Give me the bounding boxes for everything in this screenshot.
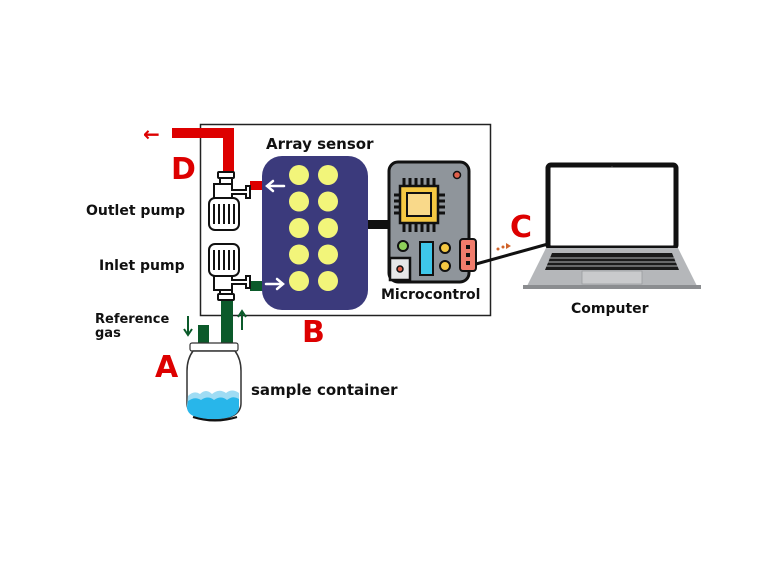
outlet-pump-icon [208,171,251,231]
marker-b: B [302,315,325,350]
sensor-element [318,218,338,238]
inlet-pump-label: Inlet pump [99,258,185,274]
sensor-element [318,191,338,212]
marker-d: D [171,152,196,187]
outlet-pipe [172,128,264,190]
sensor-array-board [262,156,368,310]
sensor-element [289,244,309,265]
sensor-outflow-arrow-icon [265,179,286,193]
reference-gas-label-line1: Reference [95,312,170,327]
sensor-element [289,271,309,291]
inlet-pump-icon [208,243,251,301]
sensor-element [289,218,309,238]
outlet-flow-arrow-icon: ← [143,122,160,146]
sensor-microcontroller-link [368,220,390,229]
sample-outflow-arrow-icon [237,309,247,330]
sensor-inflow-arrow-icon [264,277,285,291]
device-enclosure [199,123,492,317]
inlet-pipe [198,281,264,346]
reference-gas-arrow-icon [183,316,193,337]
sensor-element [318,271,338,291]
sensor-element [318,165,338,185]
data-transfer-arrow-icon [496,243,511,251]
microcontroller-icon [387,160,477,284]
microcontroller-label: Microcontrol [381,287,481,303]
sample-container-label: sample container [251,381,398,399]
computer-label: Computer [571,301,649,317]
sensor-element [289,191,309,212]
outlet-pump-label: Outlet pump [86,203,186,219]
sensor-element [318,244,338,265]
array-sensor-label: Array sensor [266,135,374,153]
sensor-element [289,165,309,185]
marker-c: C [510,210,533,245]
reference-gas-label-line2: gas [95,326,121,341]
marker-a: A [155,350,179,385]
sensor-dots [289,165,338,291]
computer-laptop-icon [523,162,701,289]
serial-cable [475,242,549,266]
sample-container-icon [186,342,242,422]
